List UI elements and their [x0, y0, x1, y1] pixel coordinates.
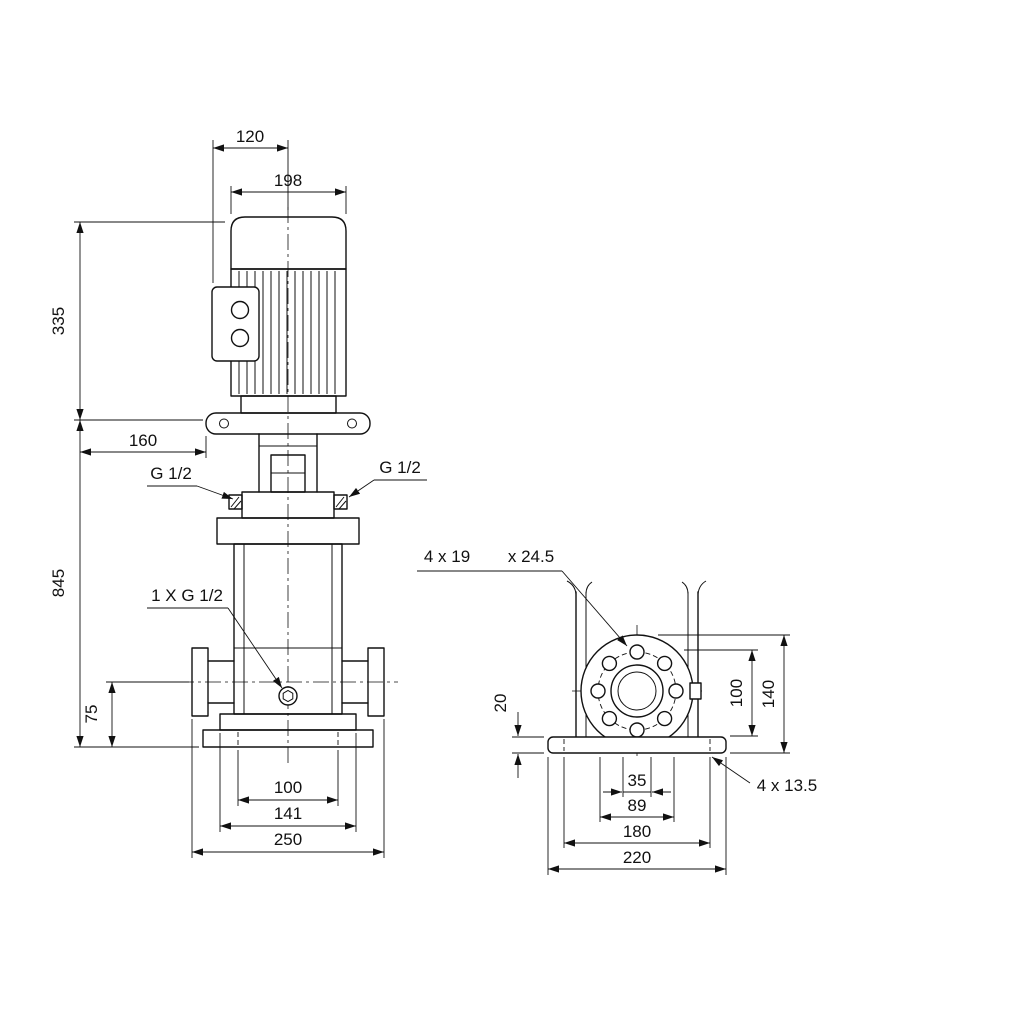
- front-dimensions: 120 198 335 845 160 75 100 141 250: [49, 127, 427, 858]
- motor-bearing-housing: [240, 395, 337, 414]
- terminal-box: [211, 286, 260, 362]
- flange-bolt-right: [347, 418, 357, 429]
- flange-holes-label-a: 4 x 19: [424, 547, 470, 566]
- dim-20-label: 20: [491, 694, 510, 713]
- flange-bolt-left: [219, 418, 229, 429]
- dim-220-label: 220: [623, 848, 651, 867]
- dim-120-label: 120: [236, 127, 264, 146]
- dim-89-label: 89: [628, 796, 647, 815]
- dim-140-label: 140: [759, 680, 778, 708]
- plug-left-label: G 1/2: [150, 464, 192, 483]
- side-base: [547, 736, 727, 754]
- drain-label: 1 X G 1/2: [151, 586, 223, 605]
- dim-845-label: 845: [49, 569, 68, 597]
- dim-160-label: 160: [129, 431, 157, 450]
- motor-stool-flange: [205, 412, 371, 435]
- base-holes-label: 4 x 13.5: [757, 776, 818, 795]
- dim-100-label: 100: [274, 778, 302, 797]
- dim-side-100-label: 100: [727, 679, 746, 707]
- motor: [205, 216, 371, 435]
- dim-141-label: 141: [274, 804, 302, 823]
- dim-75-label: 75: [82, 705, 101, 724]
- discharge-flange: [367, 647, 385, 717]
- base-plate: [202, 729, 374, 748]
- break-lines: [566, 580, 707, 595]
- flange-bore-inner: [617, 671, 657, 711]
- vent-plug-left: [228, 494, 243, 510]
- motor-fan-cover: [230, 216, 347, 270]
- plug-right-label: G 1/2: [379, 458, 421, 477]
- coupling-lantern: [258, 433, 318, 493]
- dim-335-label: 335: [49, 307, 68, 335]
- dim-35-label: 35: [628, 771, 647, 790]
- dim-180-label: 180: [623, 822, 651, 841]
- flange-bore-outer: [610, 664, 664, 718]
- flange-lug: [689, 682, 702, 700]
- vent-plug-right: [333, 494, 348, 510]
- side-dimensions: 4 x 19 x 24.5 20 100 140 35 89 180: [417, 547, 817, 875]
- side-base-plate: [547, 736, 727, 754]
- drain-plug: [278, 686, 298, 706]
- front-view: [178, 207, 398, 764]
- cable-entry-bottom: [230, 328, 250, 348]
- cable-entry-top: [230, 300, 250, 320]
- pump-base: [202, 713, 374, 748]
- port-flange-face: [580, 634, 702, 748]
- dim-198-label: 198: [274, 171, 302, 190]
- flange-holes-label-b: x 24.5: [508, 547, 554, 566]
- dim-250-label: 250: [274, 830, 302, 849]
- ports: [191, 647, 385, 717]
- suction-flange: [191, 647, 209, 717]
- side-view: [547, 580, 727, 757]
